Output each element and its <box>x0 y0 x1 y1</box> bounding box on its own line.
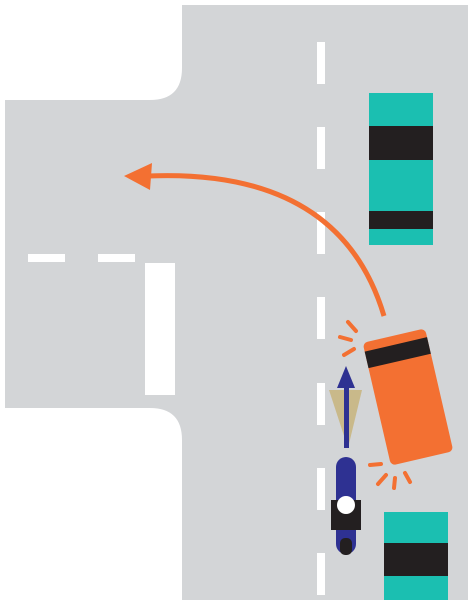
parked-car-upper <box>369 93 433 245</box>
parked-car-lower <box>384 512 448 600</box>
lane-dash <box>317 297 325 339</box>
lane-dash <box>317 127 325 169</box>
stop-line <box>145 263 175 395</box>
car-rear-window <box>369 126 433 160</box>
side-lane-dash <box>28 254 65 262</box>
car-front-window <box>369 211 433 229</box>
lane-dash <box>317 468 325 510</box>
heading-arrow-shaft <box>344 384 349 448</box>
motorcycle-rear-wheel <box>340 538 352 555</box>
lane-dash <box>317 42 325 84</box>
flash-ray <box>394 478 395 488</box>
side-lane-dash <box>98 254 135 262</box>
flash-ray <box>370 464 381 465</box>
lane-dash <box>317 553 325 595</box>
car-window <box>384 543 448 576</box>
motorcycle-helmet <box>337 496 355 514</box>
lane-dash <box>317 383 325 425</box>
